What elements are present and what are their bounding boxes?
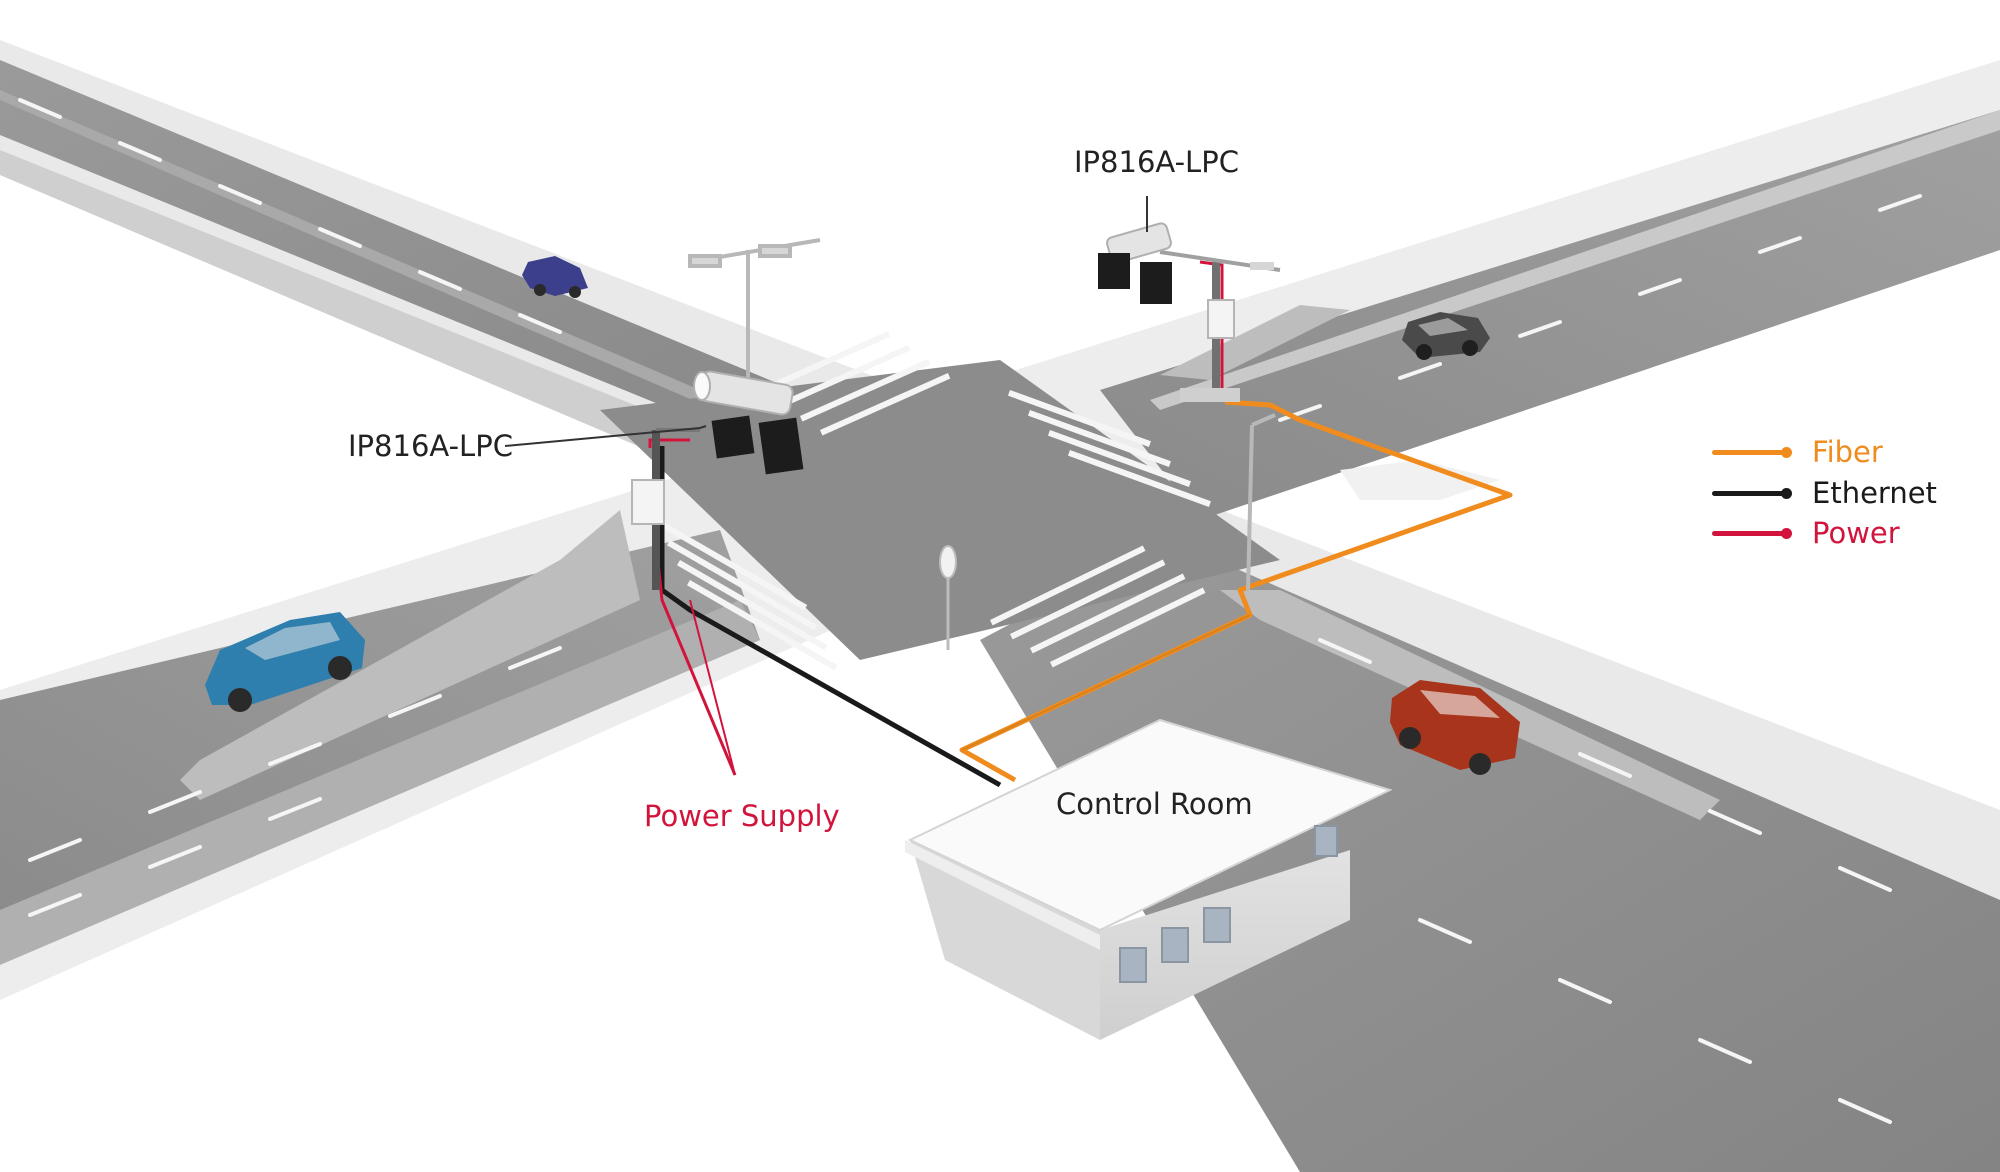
camera-label-top: IP816A-LPC (1074, 148, 1239, 177)
legend-swatch (1712, 450, 1788, 455)
legend-label: Ethernet (1812, 479, 1937, 508)
legend-item-ethernet: Ethernet (1712, 479, 1937, 508)
legend-item-fiber: Fiber (1712, 438, 1883, 467)
traffic-light-icon (1098, 253, 1172, 304)
legend-swatch (1712, 531, 1788, 536)
power-supply-label: Power Supply (644, 802, 840, 831)
legend-label: Power (1812, 519, 1900, 548)
camera-label-left: IP816A-LPC (348, 432, 513, 461)
legend-item-power: Power (1712, 519, 1900, 548)
legend-swatch (1712, 491, 1788, 496)
control-room-label: Control Room (1056, 790, 1253, 819)
legend-label: Fiber (1812, 438, 1883, 467)
